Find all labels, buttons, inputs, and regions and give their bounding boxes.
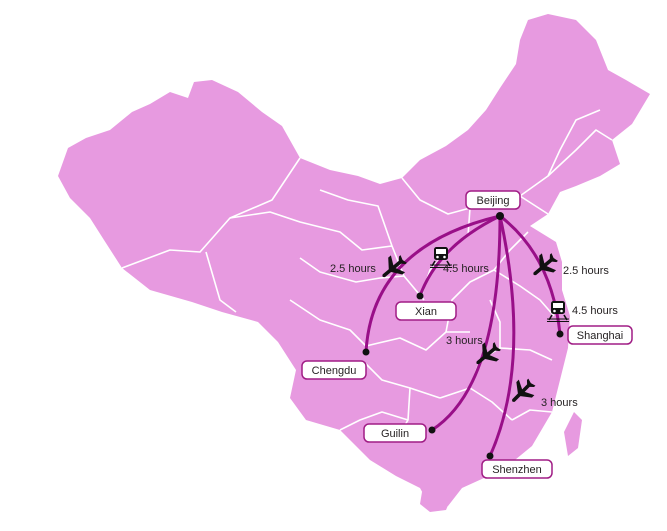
time-label-shanghai-plane: 2.5 hours [563,265,609,277]
city-dots [362,212,564,460]
city-label-xian: Xian [395,301,457,321]
city-dot-chengdu [362,348,370,356]
time-label-chengdu: 2.5 hours [330,263,376,275]
travel-times: 2.5 hours 4.5 hours 2.5 hours 4.5 hours … [330,263,618,409]
city-label-chengdu: Chengdu [301,360,367,380]
route-beijing-chengdu [364,214,502,354]
svg-text:Beijing: Beijing [476,195,509,207]
city-dot-xian [416,292,424,300]
svg-text:Xian: Xian [415,306,437,318]
hainan-island [420,488,452,512]
city-dot-shanghai [556,330,564,338]
china-landmass [58,14,650,512]
routes [364,214,562,458]
time-label-shenzhen: 3 hours [541,397,578,409]
city-labels: Beijing Xian Chengdu Shanghai Guilin She… [301,190,633,479]
city-label-shanghai: Shanghai [567,325,633,345]
route-beijing-xian [418,214,502,298]
city-label-beijing: Beijing [465,190,521,210]
time-label-guilin: 3 hours [446,335,483,347]
time-label-shanghai-train: 4.5 hours [572,305,618,317]
city-dot-beijing [496,212,504,220]
mainland-shape [58,14,650,510]
svg-text:Chengdu: Chengdu [312,365,357,377]
route-beijing-shenzhen [488,214,516,458]
city-label-guilin: Guilin [363,423,427,443]
svg-text:Shenzhen: Shenzhen [492,464,542,476]
svg-text:Shanghai: Shanghai [577,330,624,342]
city-label-shenzhen: Shenzhen [481,459,553,479]
svg-text:Guilin: Guilin [381,428,409,440]
city-dot-shenzhen [486,452,494,460]
city-dot-guilin [428,426,436,434]
time-label-xian: 4.5 hours [443,263,489,275]
taiwan-island [564,412,582,456]
